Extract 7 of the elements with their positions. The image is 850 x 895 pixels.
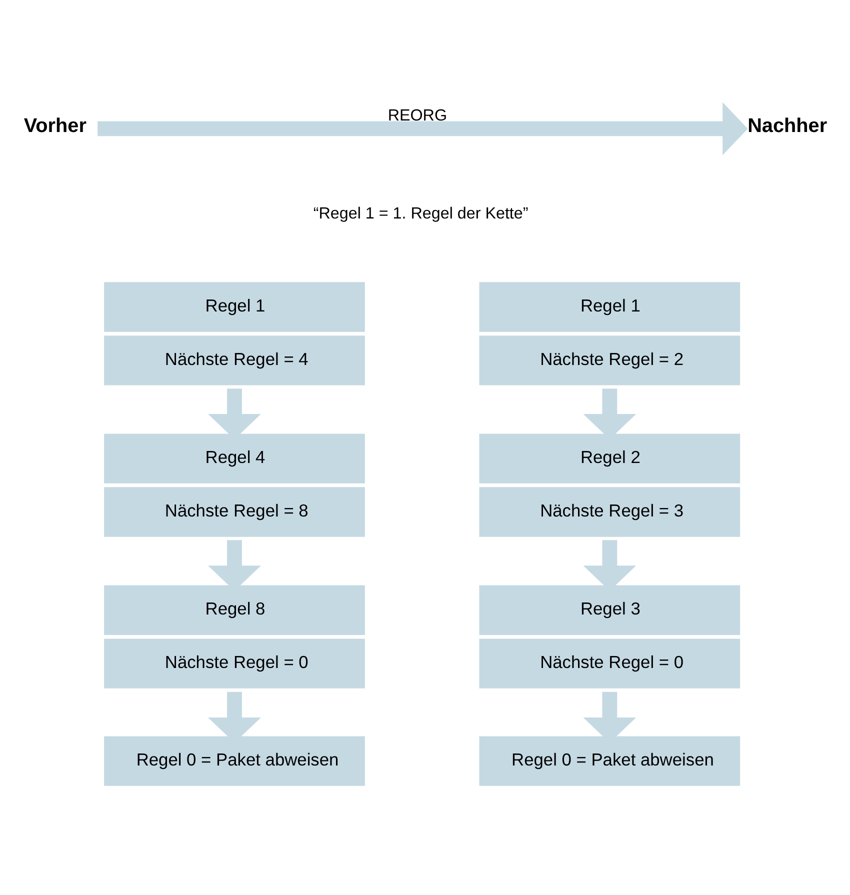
node-box: Regel 0 = Paket abweisen [104,736,364,786]
label: “Regel 1 = 1. Regel der Kette” [312,204,528,222]
edge-label: REORG [387,106,447,124]
node-box: Regel 0 = Paket abweisen [478,736,740,786]
node-text: Nachher [747,114,827,137]
arrow [97,102,748,155]
node-text: Vorher [23,114,86,137]
